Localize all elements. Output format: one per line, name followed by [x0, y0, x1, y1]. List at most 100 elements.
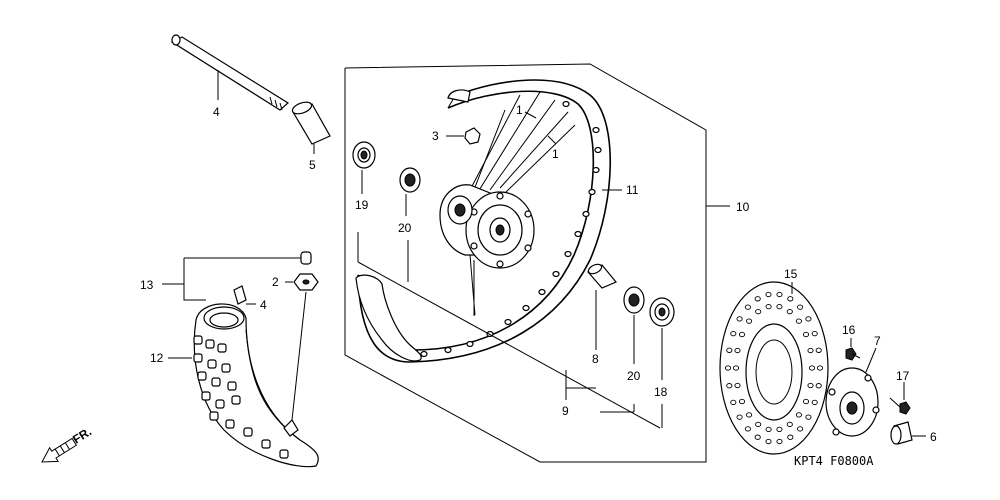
spoke-b-leader — [547, 135, 557, 145]
valve-cap-part — [300, 251, 312, 265]
disc-hole — [754, 434, 761, 440]
disc-hole — [736, 414, 743, 420]
disc-hole — [787, 434, 794, 440]
label-rim: 11 — [626, 183, 639, 197]
disc-hole — [724, 365, 732, 371]
brake-disc-part — [719, 281, 829, 455]
seal-left-part — [399, 167, 421, 193]
disc-hole — [765, 426, 772, 433]
disc-hole — [744, 304, 751, 310]
disc-hole — [746, 412, 753, 418]
hub-plate-part — [825, 367, 880, 437]
label-axle: 4 — [213, 105, 220, 119]
guide-line-diagonal — [357, 261, 661, 429]
disc-hole — [765, 291, 772, 298]
label-bearing-left: 19 — [355, 198, 369, 212]
nut-part — [464, 127, 481, 145]
front-marker-label: FR. — [70, 424, 94, 446]
disc-hole — [815, 383, 822, 389]
disc-hole — [795, 318, 802, 324]
disc-hole — [797, 304, 804, 310]
label-distance-collar: 8 — [592, 352, 599, 366]
tire-part — [193, 303, 319, 468]
label-side-collar: 6 — [930, 430, 937, 444]
seal-right-part — [623, 286, 645, 314]
disc-hole — [811, 399, 818, 406]
bearing-left-part — [352, 141, 376, 169]
disc-hole — [816, 365, 824, 371]
disc-hole — [807, 347, 814, 354]
disc-hole — [805, 414, 812, 420]
tire-knobs — [193, 335, 289, 459]
collar-part — [291, 101, 331, 145]
axle-part — [170, 34, 290, 111]
label-seal-left: 20 — [398, 221, 412, 235]
disc-hole — [734, 382, 741, 389]
valve-guide-line — [291, 291, 307, 421]
disc-hole — [786, 308, 793, 315]
disc-hole — [787, 296, 794, 302]
label-wheel-assy: 10 — [736, 200, 750, 214]
disc-hole — [755, 421, 762, 428]
tube-group-bracket — [183, 258, 206, 301]
catalog-code: KPT4 F0800A — [794, 454, 874, 468]
disc-hole — [755, 308, 762, 315]
disc-hole — [765, 438, 772, 445]
label-bearing-right: 18 — [654, 385, 668, 399]
rim-band-part — [355, 274, 422, 362]
disc-hole — [802, 398, 810, 405]
disc-hole — [730, 399, 737, 406]
disc-hole — [795, 412, 802, 418]
rim-spoke-holes — [420, 100, 602, 358]
disc-hole — [732, 365, 740, 371]
disc-hole — [738, 331, 746, 338]
disc-hole — [802, 331, 810, 338]
disc-hole — [726, 347, 733, 353]
hub-part — [439, 184, 535, 269]
label-tube-group: 13 — [140, 278, 154, 292]
disc-hole — [815, 347, 822, 353]
distance-collar-part — [587, 263, 617, 289]
disc-hole — [811, 330, 818, 337]
disc-hole — [726, 383, 733, 389]
disc-hole — [738, 398, 746, 405]
disc-bolt-part — [845, 347, 861, 361]
disc-hole — [776, 303, 783, 310]
bearing-right-part — [649, 297, 675, 327]
plate-bolt-part — [889, 397, 911, 415]
valve-nut-part — [293, 273, 319, 291]
label-rim-band: 9 — [562, 404, 569, 418]
spoke-a-leader — [524, 111, 537, 119]
front-direction-arrow — [41, 437, 78, 463]
disc-hole — [776, 291, 783, 298]
side-collar-part — [890, 421, 913, 445]
disc-hole — [786, 421, 793, 428]
assembly-frame — [344, 63, 707, 463]
label-plate-bolt: 17 — [896, 369, 910, 383]
label-seal-right: 20 — [627, 369, 641, 383]
disc-hole — [765, 303, 772, 310]
label-nut: 3 — [432, 129, 439, 143]
disc-hole — [734, 347, 741, 354]
label-hub-plate: 7 — [874, 334, 881, 348]
disc-hole — [808, 365, 816, 371]
label-spoke-b: 1 — [552, 147, 559, 161]
spokes-part — [469, 91, 576, 316]
disc-hole — [746, 318, 753, 324]
label-disc-bolt: 16 — [842, 323, 856, 337]
label-tube: 4 — [260, 298, 267, 312]
disc-hole — [776, 438, 783, 445]
hub-plate-leader — [865, 347, 877, 373]
disc-hole — [744, 426, 751, 432]
disc-hole — [754, 296, 761, 302]
brake-disc-holes — [724, 291, 824, 445]
label-tire: 12 — [150, 351, 164, 365]
disc-hole — [807, 382, 814, 389]
label-disc: 15 — [784, 267, 798, 281]
disc-hole — [736, 316, 743, 322]
disc-hole — [730, 330, 737, 337]
disc-hole — [797, 426, 804, 432]
disc-hole — [776, 426, 783, 433]
